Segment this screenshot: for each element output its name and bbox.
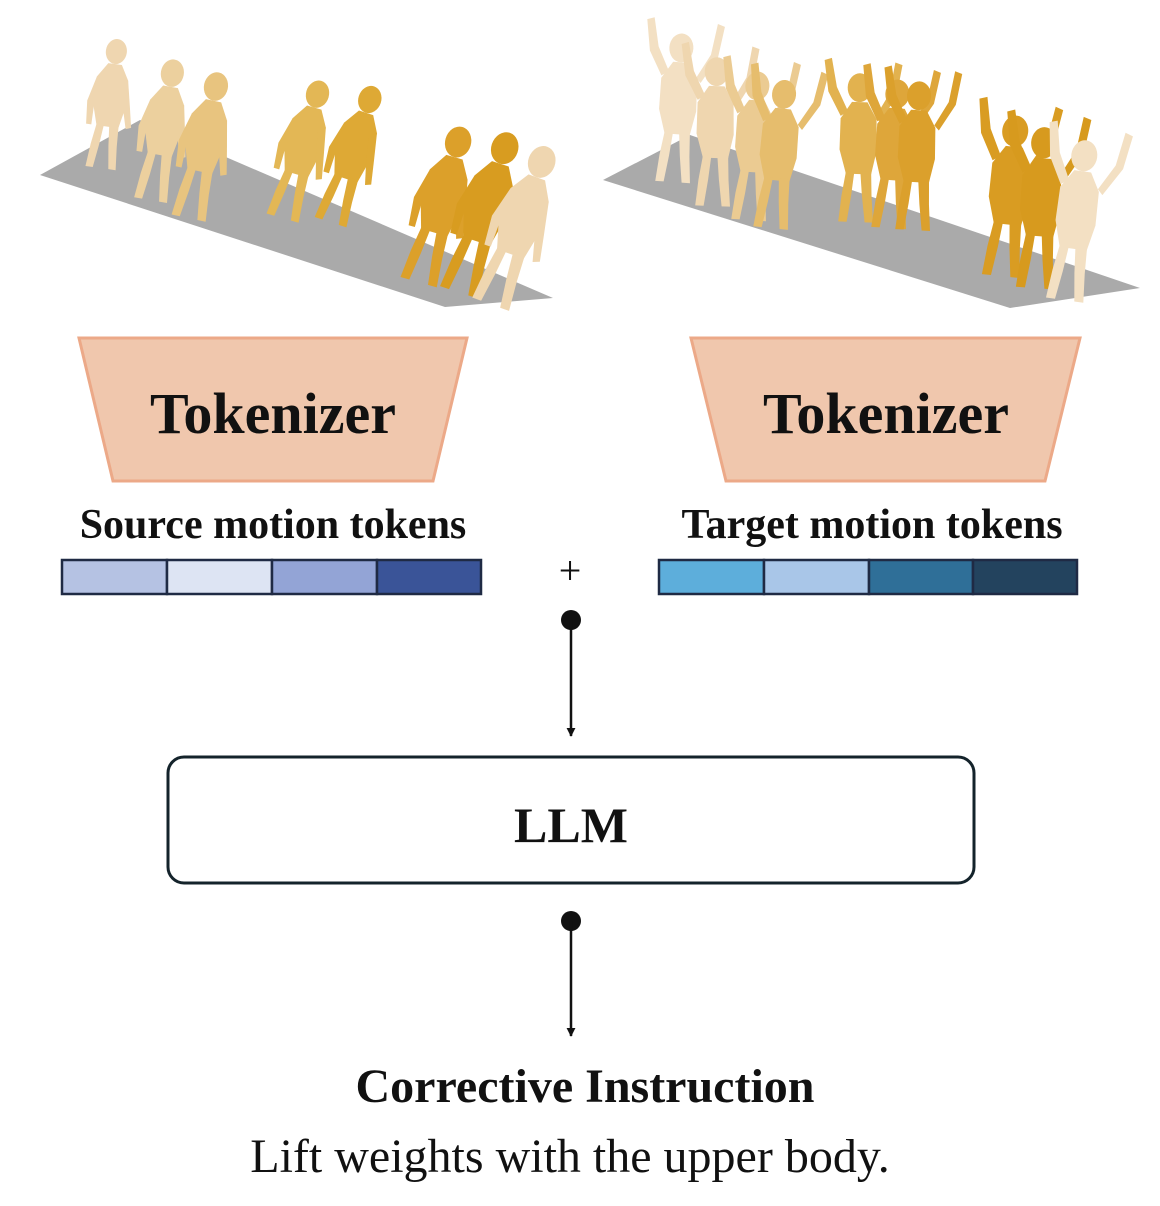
source-token — [270, 558, 379, 596]
source-motion-render — [40, 35, 578, 316]
source-token — [165, 558, 274, 596]
source-token — [60, 558, 169, 596]
corrective-instruction-title: Corrective Instruction — [356, 1060, 815, 1113]
llm-box: LLM — [166, 755, 976, 885]
plus-sign: + — [559, 548, 582, 593]
source-tokens-label: Source motion tokens — [80, 502, 467, 548]
source-tokenizer: Tokenizer — [77, 336, 469, 483]
corrective-instruction-text: Lift weights with the upper body. — [250, 1130, 889, 1183]
target-token — [657, 558, 766, 596]
target-token — [971, 558, 1079, 596]
llm-label: LLM — [514, 797, 628, 853]
arrow-to-llm — [561, 610, 581, 737]
source-token-bar — [60, 558, 483, 596]
target-token — [867, 558, 975, 596]
target-tokens-label: Target motion tokens — [681, 502, 1062, 548]
source-token — [375, 558, 483, 596]
arrow-to-output — [561, 911, 581, 1037]
target-tokenizer: Tokenizer — [689, 336, 1082, 483]
target-motion-render — [603, 16, 1140, 308]
target-tokenizer-label: Tokenizer — [763, 381, 1009, 446]
source-tokenizer-label: Tokenizer — [150, 381, 396, 446]
target-token — [762, 558, 871, 596]
target-token-bar — [657, 558, 1079, 596]
